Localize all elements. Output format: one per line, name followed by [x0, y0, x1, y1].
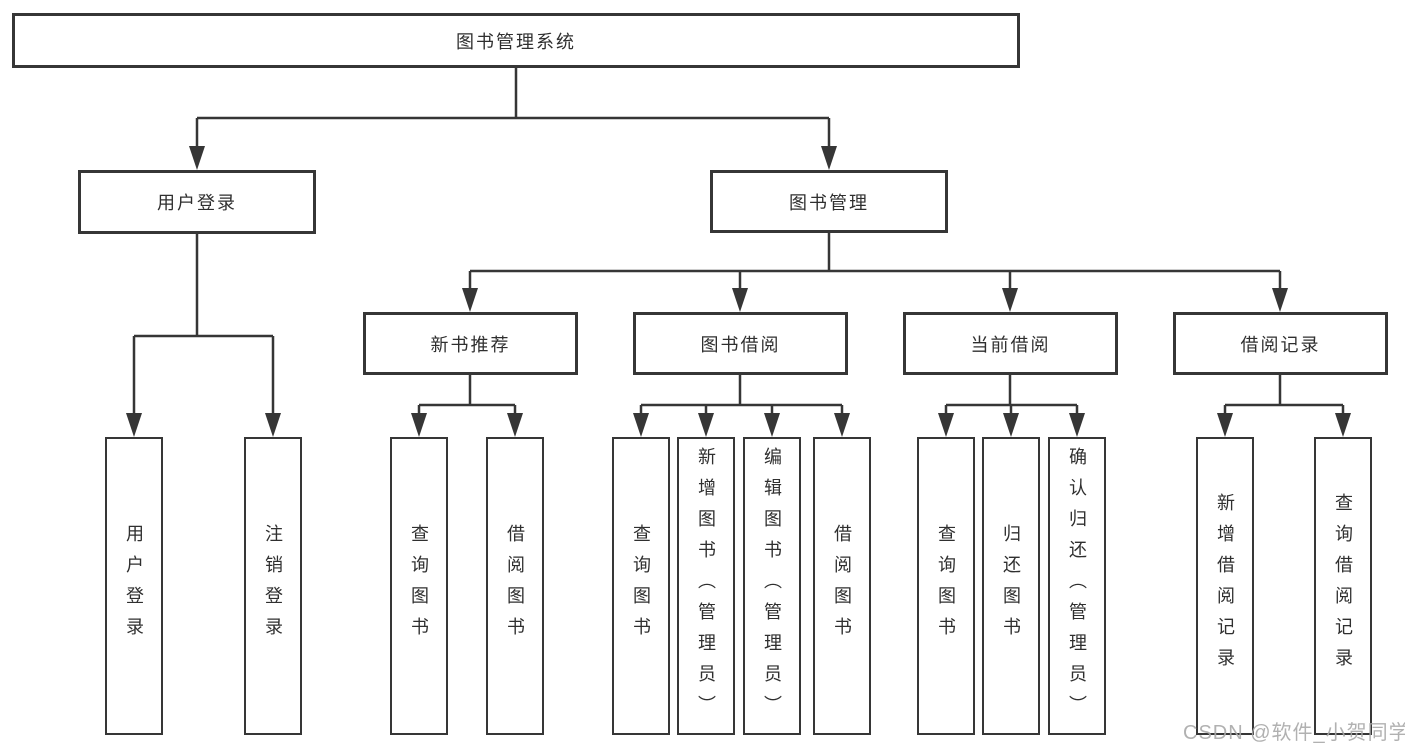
node-borrow-records: 借阅记录 [1173, 312, 1388, 375]
node-label: 新增图书（管理员） [696, 446, 716, 726]
leaf-return-books: 归还图书 [982, 437, 1040, 735]
leaf-borrow-books-recommend: 借阅图书 [486, 437, 544, 735]
node-new-book-recommend: 新书推荐 [363, 312, 578, 375]
node-label: 借阅图书 [832, 524, 852, 648]
leaf-query-borrow-record: 查询借阅记录 [1314, 437, 1372, 735]
edge-book-borrow-spine [641, 375, 842, 407]
edge-current-borrow-spine [946, 375, 1077, 407]
node-book-management: 图书管理 [710, 170, 948, 233]
node-label: 确认归还（管理员） [1067, 446, 1087, 726]
node-label: 查询图书 [631, 524, 651, 648]
leaf-query-books-borrow: 查询图书 [612, 437, 670, 735]
node-current-borrow: 当前借阅 [903, 312, 1118, 375]
node-label: 新增借阅记录 [1215, 493, 1235, 679]
edge-borrow-records-spine [1225, 375, 1343, 407]
node-book-borrow: 图书借阅 [633, 312, 848, 375]
leaf-logout: 注销登录 [244, 437, 302, 735]
node-label: 图书管理系统 [456, 31, 576, 52]
leaf-add-books-admin: 新增图书（管理员） [677, 437, 735, 735]
node-label: 当前借阅 [970, 334, 1051, 355]
node-library-system: 图书管理系统 [12, 13, 1020, 68]
leaf-confirm-return-admin: 确认归还（管理员） [1048, 437, 1106, 735]
node-label: 注销登录 [263, 524, 283, 648]
node-label: 查询借阅记录 [1333, 493, 1353, 679]
csdn-watermark: CSDN @软件_小贺同学 [1183, 722, 1405, 744]
node-label: 图书管理 [789, 192, 869, 213]
node-label: 用户登录 [124, 524, 144, 648]
node-label: 查询图书 [936, 524, 956, 648]
edge-user-login-spine [134, 234, 273, 338]
leaf-query-books-recommend: 查询图书 [390, 437, 448, 735]
edge-new-book-spine [419, 375, 515, 407]
node-label: 查询图书 [409, 524, 429, 648]
node-label: 归还图书 [1001, 524, 1021, 648]
leaf-user-login: 用户登录 [105, 437, 163, 735]
edge-book-management-spine [470, 233, 1280, 273]
node-label: 借阅图书 [505, 524, 525, 648]
leaf-borrow-books: 借阅图书 [813, 437, 871, 735]
node-label: 新书推荐 [430, 334, 511, 355]
edge-root-spine [197, 68, 829, 120]
node-user-login: 用户登录 [78, 170, 316, 234]
node-label: 图书借阅 [700, 334, 781, 355]
leaf-add-borrow-record: 新增借阅记录 [1196, 437, 1254, 735]
node-label: 用户登录 [157, 193, 237, 213]
leaf-query-books-current: 查询图书 [917, 437, 975, 735]
node-label: 借阅记录 [1240, 334, 1321, 355]
node-label: 编辑图书（管理员） [762, 446, 782, 726]
leaf-edit-books-admin: 编辑图书（管理员） [743, 437, 801, 735]
